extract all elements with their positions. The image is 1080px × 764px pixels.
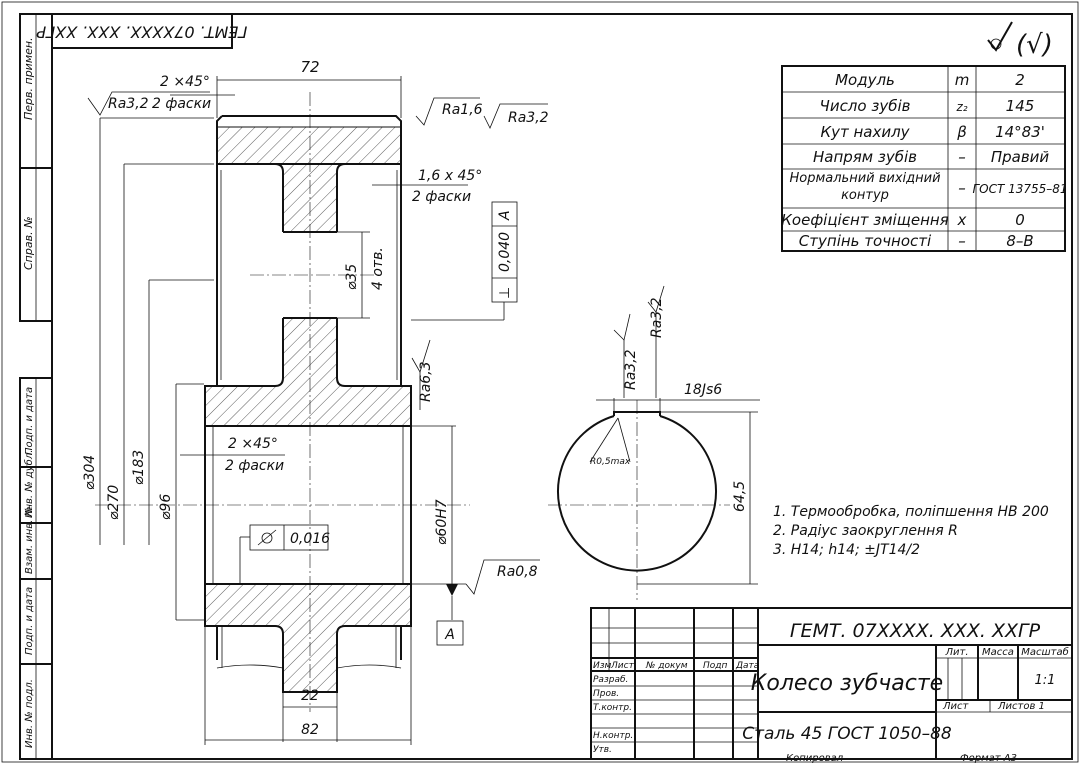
dim-d304: ⌀304 xyxy=(82,455,98,490)
keyway-section xyxy=(548,285,760,600)
dim-ra-hub: Ra6,3 xyxy=(418,361,434,402)
title-row-nkontr: Н.контр. xyxy=(593,731,633,741)
side-label-dubl: Инв. № дубл. xyxy=(23,450,35,518)
dimension-lines xyxy=(87,76,548,745)
param-value-6: 8–B xyxy=(1006,232,1033,250)
param-value-0: 2 xyxy=(1015,71,1025,89)
param-name-1: Число зубів xyxy=(820,97,911,115)
dim-tol-perp: 0,040 xyxy=(497,232,513,272)
note-3: 3. H14; h14; ±JT14/2 xyxy=(773,542,920,558)
param-name-2: Кут нахилу xyxy=(820,123,910,141)
dim-ra-mid: Ra1,6 xyxy=(442,102,483,118)
param-symbol-3: – xyxy=(958,148,966,166)
param-name-5: Коефіцієнт зміщення xyxy=(781,211,948,229)
dim-w82: 82 xyxy=(301,722,319,738)
roughness-general-icon xyxy=(987,21,1013,52)
title-block xyxy=(590,607,1073,760)
param-symbol-5: x xyxy=(957,211,967,229)
section-radius: R0,5max xyxy=(590,457,631,467)
dim-chamfer-inner-note: 2 фаски xyxy=(412,189,471,205)
title-masshtab: Масштаб xyxy=(1021,646,1069,658)
param-symbol-4: – xyxy=(958,179,966,197)
runout-icon xyxy=(257,529,277,546)
title-scale: 1:1 xyxy=(1035,673,1056,688)
side-label-podp2: Подп. и дата xyxy=(24,587,35,655)
title-material: Сталь 45 ГОСТ 1050–88 xyxy=(742,724,952,744)
side-label-sprav: Справ. № xyxy=(22,216,35,270)
dim-ra-bore: Ra0,8 xyxy=(497,564,538,580)
dim-chamfer-bore-note: 2 фаски xyxy=(225,458,284,474)
param-name-4-box: Нормальний вихідний контур xyxy=(789,171,941,203)
param-symbol-6: – xyxy=(958,232,966,250)
section-ra-a: Ra3,2 xyxy=(623,349,639,390)
perpendicularity-icon: ⊥ xyxy=(497,287,513,299)
side-margin xyxy=(19,13,53,760)
title-col-izm: Изм xyxy=(593,661,612,671)
side-label-podp1: Подп. и дата xyxy=(24,387,35,455)
dim-ra-left: Ra3,2 xyxy=(108,96,149,112)
title-row-utv: Утв. xyxy=(593,745,612,755)
dim-width-top: 72 xyxy=(300,58,319,76)
dim-d96: ⌀96 xyxy=(158,494,174,520)
param-value-1: 145 xyxy=(1006,97,1035,115)
param-symbol-1: z₂ xyxy=(955,100,967,114)
note-1: 1. Термообробка, поліпшення НВ 200 xyxy=(773,504,1049,520)
dim-chamfer-top-note: 2 фаски xyxy=(152,96,211,112)
title-row-prov: Пров. xyxy=(593,689,619,699)
param-value-2: 14°83' xyxy=(995,123,1045,141)
title-row-razrab: Разраб. xyxy=(593,675,628,685)
note-2: 2. Радіус заокруглення R xyxy=(773,523,958,539)
param-value-4: ГОСТ 13755–81 xyxy=(972,182,1067,196)
side-label-vzam: Взам. инв. № xyxy=(24,506,35,574)
roughness-general-text: (√) xyxy=(1016,30,1053,60)
dim-hole-count: 4 отв. xyxy=(370,247,386,290)
param-name-0: Модуль xyxy=(835,71,895,89)
gear-section xyxy=(95,92,470,712)
dim-tol-runout: 0,016 xyxy=(290,531,330,547)
dim-chamfer-bore: 2 ×45° xyxy=(228,436,278,452)
stamp-top-text: ГЕМТ. 07XXXX. XXX. XXГР xyxy=(36,23,247,42)
dim-base-a: A xyxy=(444,627,455,643)
title-col-doc: № докум xyxy=(645,661,688,671)
param-name-6: Ступінь точності xyxy=(799,232,932,250)
param-name-4: Нормальний вихідний контур xyxy=(789,171,941,203)
title-massa: Масса xyxy=(982,647,1014,658)
dim-d183: ⌀183 xyxy=(131,450,147,485)
param-name-3: Напрям зубів xyxy=(813,148,917,166)
dim-tol-perp-base: A xyxy=(497,210,513,221)
title-col-podp: Подп xyxy=(703,661,727,671)
stamp-box xyxy=(51,13,233,49)
title-doc-code: ГЕМТ. 07XXXX. XXX. XXГР xyxy=(790,620,1041,642)
title-copied: Копировал xyxy=(786,753,844,764)
title-row-tkontr: Т.контр. xyxy=(593,703,632,713)
dim-w22: 22 xyxy=(301,688,319,704)
title-format: Формат А3 xyxy=(960,753,1017,764)
section-key-width: 18Js6 xyxy=(684,382,722,398)
dim-bore: ⌀60H7 xyxy=(434,499,450,545)
title-part-name: Колесо зубчасте xyxy=(751,671,943,696)
section-height: 64,5 xyxy=(732,481,748,512)
side-label-podl: Инв. № подл. xyxy=(24,679,35,748)
title-sheet: Лист xyxy=(942,701,970,712)
side-label-perv: Перв. примен. xyxy=(22,37,35,120)
dim-chamfer-top: 2 ×45° xyxy=(160,74,210,90)
dim-ra-right: Ra3,2 xyxy=(508,110,549,126)
param-value-5: 0 xyxy=(1015,211,1025,229)
param-symbol-0: m xyxy=(955,71,970,89)
params-table xyxy=(781,65,1066,252)
title-lit: Лит. xyxy=(944,647,968,658)
param-symbol-2: β xyxy=(956,123,967,141)
dim-hole-dia: ⌀35 xyxy=(344,264,360,290)
param-value-3: Правий xyxy=(991,148,1050,166)
title-sheets: Листов 1 xyxy=(997,701,1045,712)
title-col-data: Дата xyxy=(735,661,759,671)
title-col-list: Лист xyxy=(610,661,635,671)
section-ra-b: Ra3,2 xyxy=(649,297,665,338)
dim-chamfer-inner: 1,6 x 45° xyxy=(418,168,482,184)
dim-d270: ⌀270 xyxy=(106,485,122,520)
